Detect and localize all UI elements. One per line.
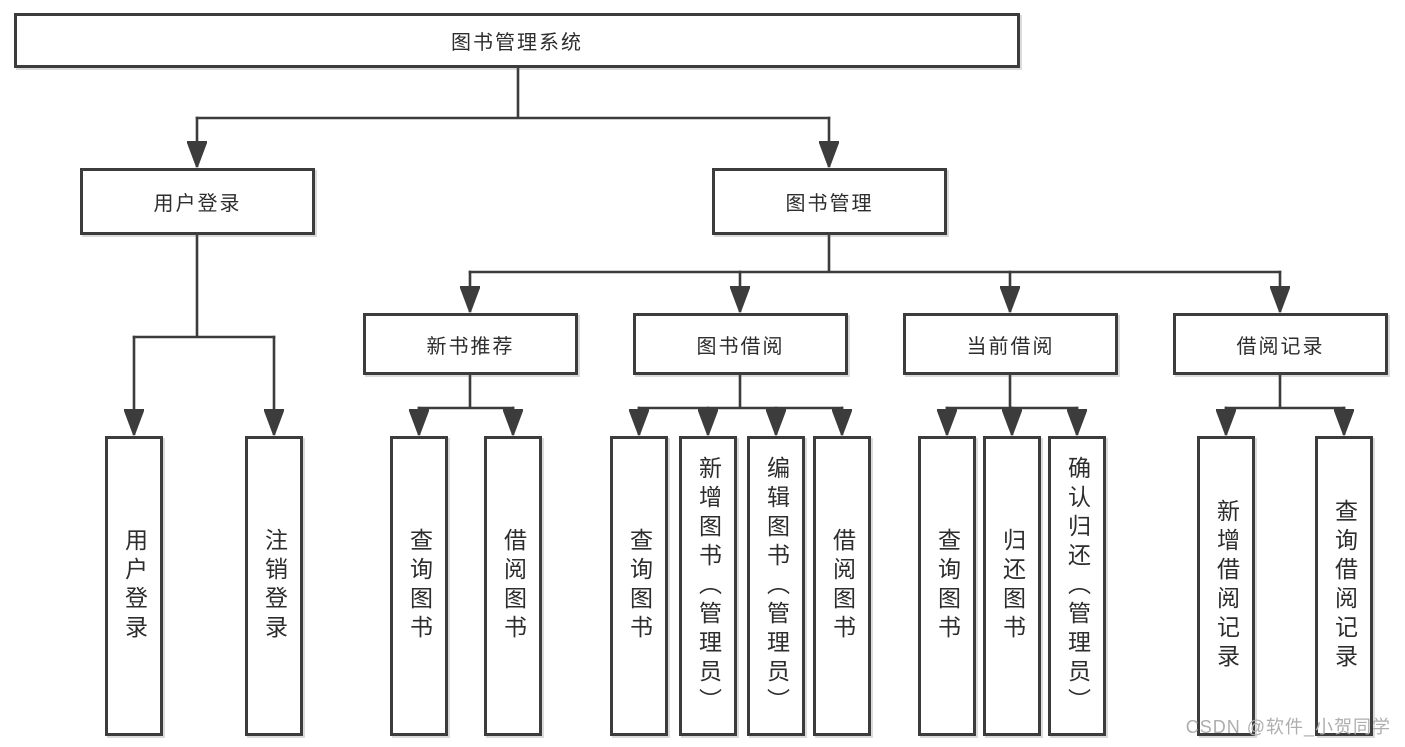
node-current-borrowing: 当前借阅	[903, 313, 1118, 375]
leaf-edit-books-admin: 编辑图书（管理员）	[747, 436, 805, 736]
node-current-borrowing-label: 当前借阅	[966, 335, 1055, 358]
leaf-add-books-admin-label: 新增图书（管理员）	[695, 455, 722, 717]
connector-book-management-trunk	[468, 233, 1282, 274]
leaf-user-login: 用户登录	[105, 436, 163, 736]
node-user-login: 用户登录	[80, 168, 315, 235]
leaf-query-books-recommend-label: 查询图书	[406, 528, 433, 644]
csdn-watermark: CSDN @软件_小贺同学	[1185, 717, 1391, 737]
node-book-management: 图书管理	[712, 168, 947, 235]
leaf-confirm-return-admin-label: 确认归还（管理员）	[1064, 455, 1091, 717]
leaf-confirm-return-admin: 确认归还（管理员）	[1048, 436, 1106, 736]
connector-root-trunk	[195, 66, 831, 120]
connector-user-login-trunk	[132, 233, 276, 339]
leaf-borrow-books: 借阅图书	[813, 436, 871, 736]
leaf-logout-label: 注销登录	[261, 528, 288, 644]
connector-borrow-records-trunk	[1224, 373, 1346, 410]
leaf-query-books-recommend: 查询图书	[390, 436, 448, 736]
node-book-management-label: 图书管理	[785, 193, 874, 215]
leaf-query-books-current-label: 查询图书	[934, 528, 961, 644]
leaf-add-books-admin: 新增图书（管理员）	[679, 436, 737, 736]
leaf-query-books-borrow: 查询图书	[610, 436, 668, 736]
leaf-edit-books-admin-label: 编辑图书（管理员）	[763, 455, 790, 717]
leaf-borrow-books-label: 借阅图书	[829, 528, 856, 644]
leaf-add-borrow-record-label: 新增借阅记录	[1213, 499, 1240, 673]
node-borrowing-records-label: 借阅记录	[1236, 335, 1325, 358]
leaf-query-books-borrow-label: 查询图书	[626, 528, 653, 644]
node-user-login-label: 用户登录	[153, 193, 242, 215]
node-borrowing-records: 借阅记录	[1173, 313, 1388, 375]
leaf-borrow-books-recommend: 借阅图书	[484, 436, 542, 736]
node-library-management-system: 图书管理系统	[14, 13, 1020, 68]
leaf-query-books-current: 查询图书	[918, 436, 976, 736]
leaf-query-borrow-record: 查询借阅记录	[1315, 436, 1373, 736]
leaf-return-books: 归还图书	[983, 436, 1041, 736]
connector-book-borrow-trunk	[637, 373, 844, 410]
leaf-logout: 注销登录	[245, 436, 303, 736]
leaf-query-borrow-record-label: 查询借阅记录	[1331, 499, 1358, 673]
node-library-management-system-label: 图书管理系统	[451, 32, 583, 54]
leaf-return-books-label: 归还图书	[999, 528, 1026, 644]
connector-new-book-trunk	[417, 373, 515, 410]
node-book-borrowing: 图书借阅	[633, 313, 848, 375]
leaf-add-borrow-record: 新增借阅记录	[1197, 436, 1255, 736]
node-new-book-recommendation: 新书推荐	[363, 313, 578, 375]
node-new-book-recommendation-label: 新书推荐	[426, 335, 515, 358]
node-book-borrowing-label: 图书借阅	[696, 335, 785, 358]
leaf-user-login-label: 用户登录	[121, 528, 148, 644]
connector-current-borrow-trunk	[945, 373, 1079, 410]
leaf-borrow-books-recommend-label: 借阅图书	[500, 528, 527, 644]
